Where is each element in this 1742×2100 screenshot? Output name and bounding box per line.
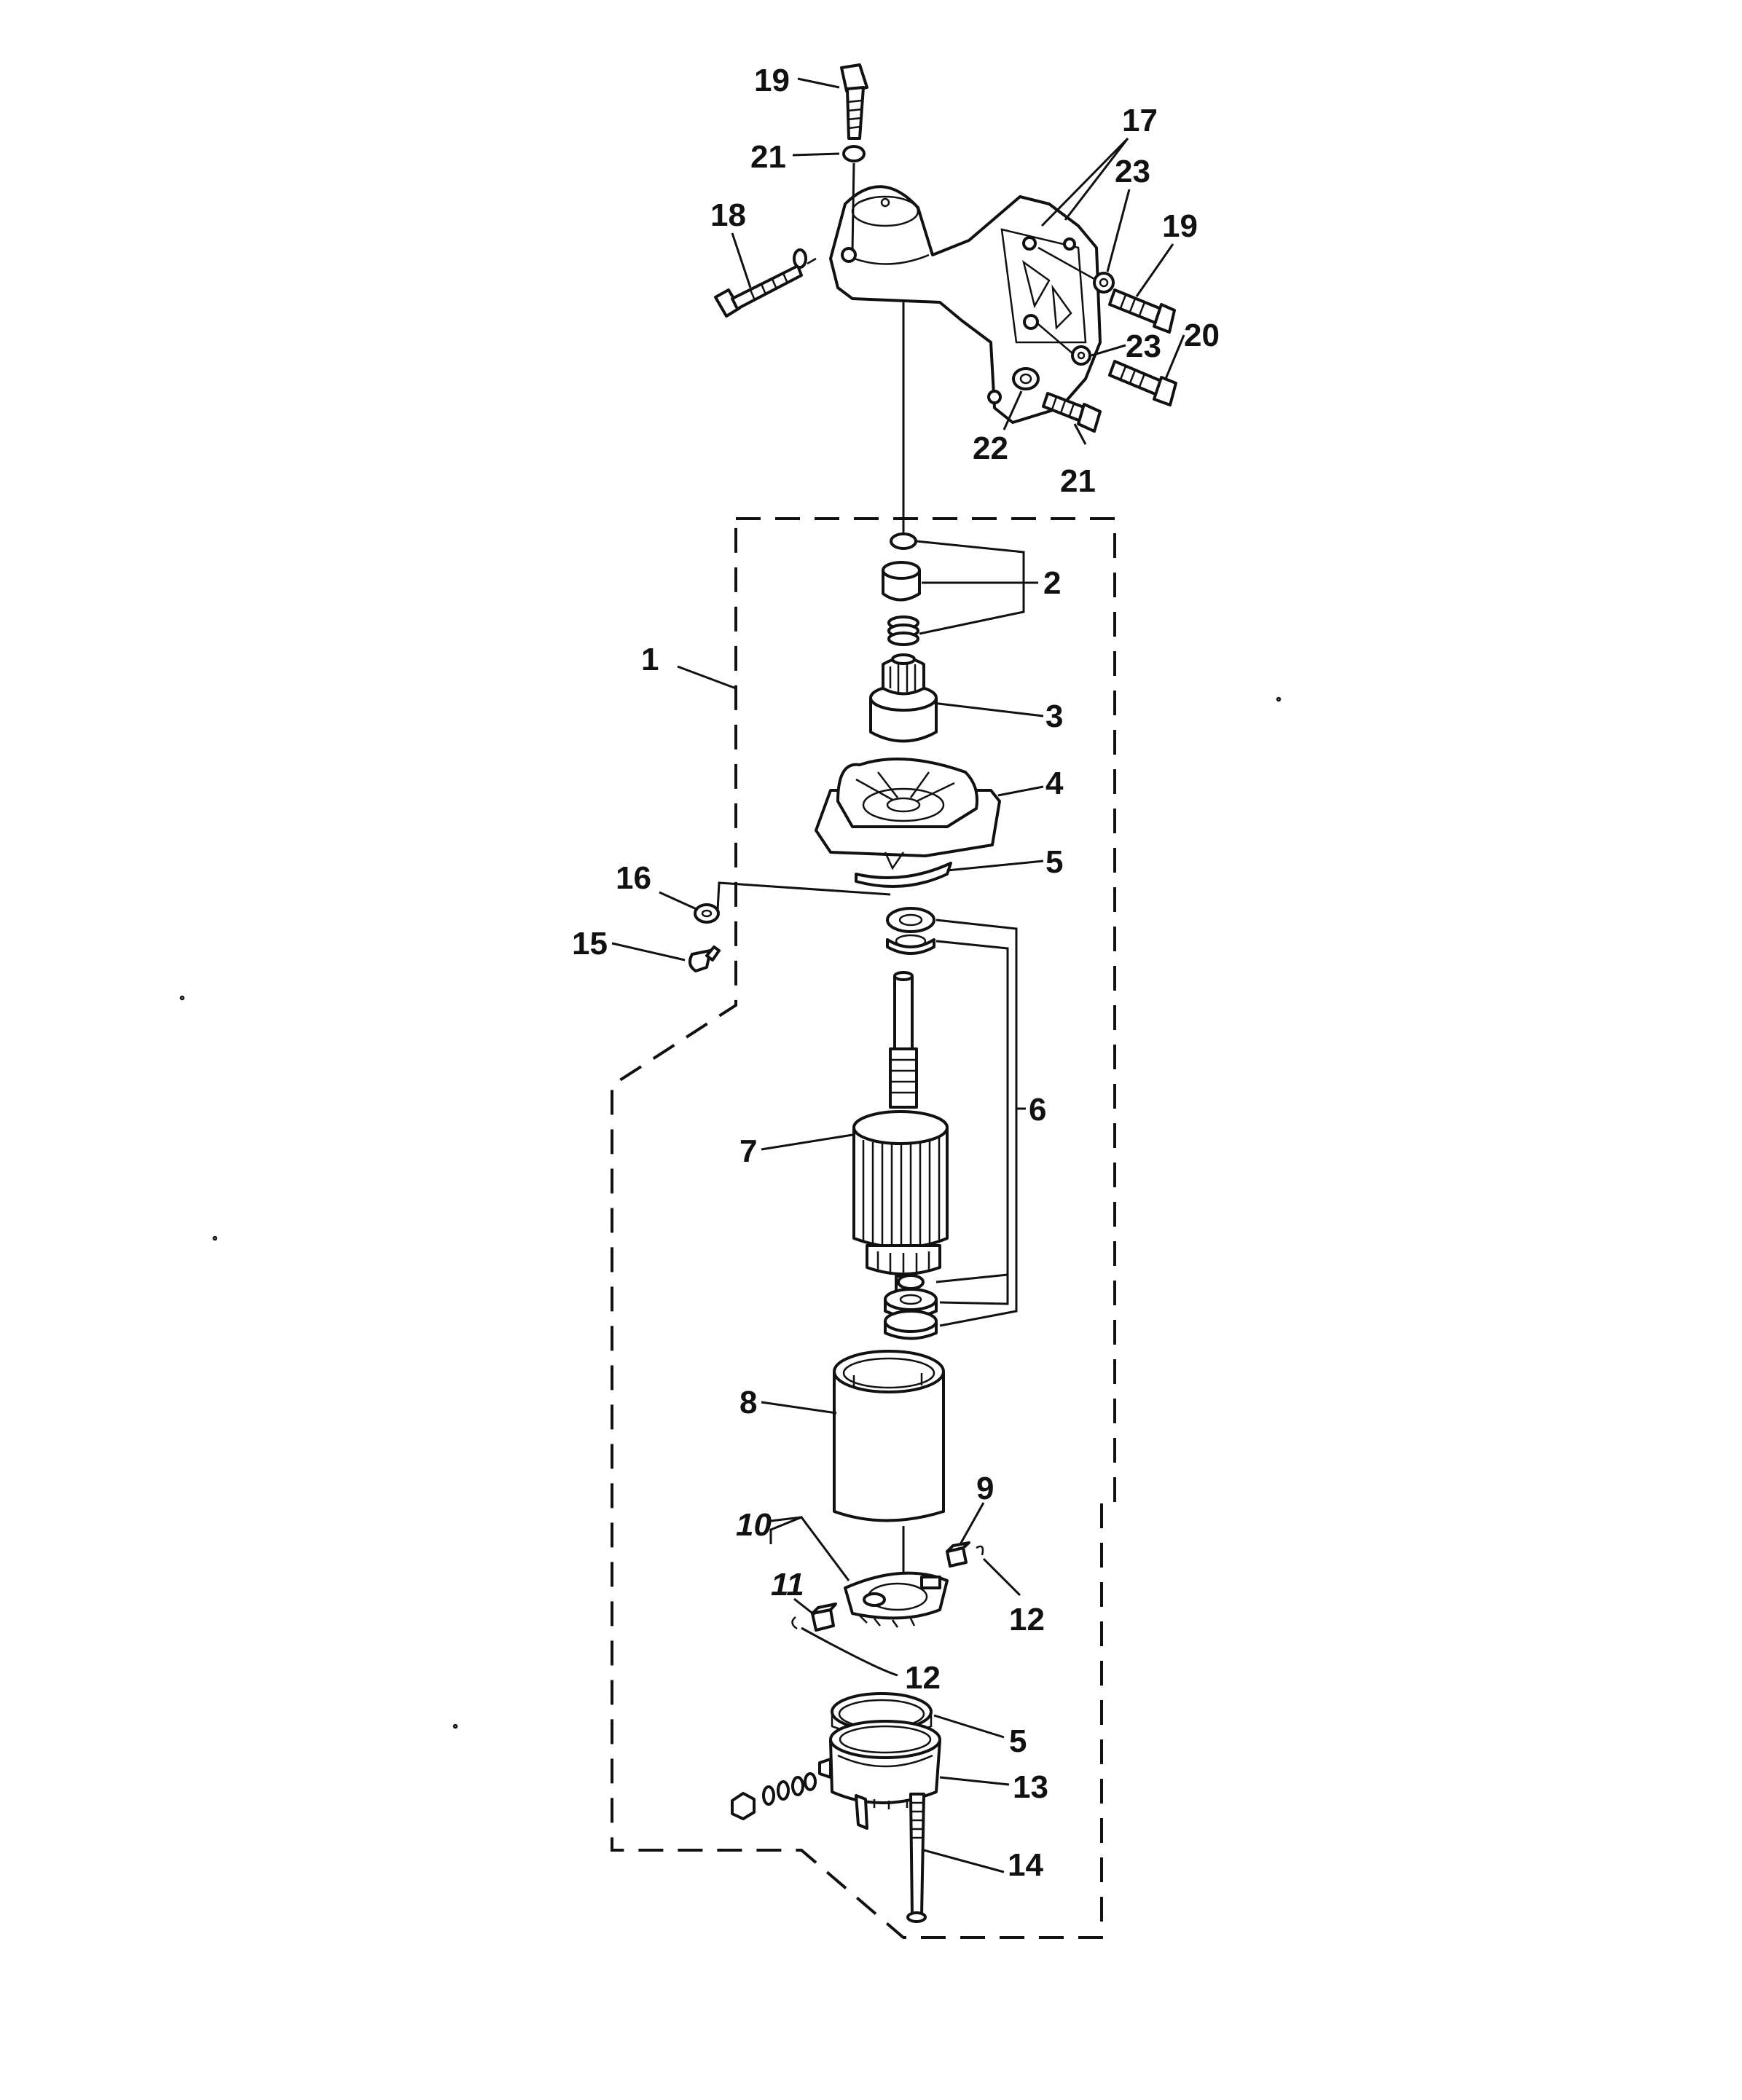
part-commutator-end-frame	[818, 1720, 941, 1830]
callout-12-lower: 12	[905, 1660, 941, 1696]
part-bolt-22	[1042, 392, 1102, 433]
part-drive-end-frame	[815, 758, 1001, 870]
part-brush-holder-plate	[844, 1571, 949, 1628]
part-screw-15	[688, 945, 721, 972]
part-terminal-hardware	[731, 1772, 817, 1820]
callout-17: 17	[1122, 103, 1158, 138]
part-washer-16	[694, 903, 720, 924]
part-spring	[887, 616, 919, 646]
callout-2: 2	[1043, 565, 1061, 601]
callout-19-upper: 19	[1162, 208, 1198, 244]
part-thrust-washer-lower	[884, 1274, 938, 1340]
part-washer-21-top	[842, 145, 866, 162]
part-seal-ring-upper	[855, 862, 952, 889]
part-pinion-drive	[869, 653, 938, 743]
assembly-boundary	[611, 517, 1116, 1939]
callout-4: 4	[1045, 766, 1064, 801]
callout-21-top: 21	[750, 139, 786, 175]
callout-1: 1	[641, 642, 659, 677]
part-brush-9	[946, 1541, 984, 1568]
part-brush-11	[791, 1602, 837, 1632]
callout-19-lower: 20	[1184, 318, 1220, 353]
callout-18: 18	[710, 197, 746, 233]
part-bolt-18	[714, 248, 817, 318]
callout-11: 11	[771, 1567, 804, 1602]
part-seal-ring-lower	[831, 1692, 933, 1737]
callout-15: 15	[572, 926, 608, 961]
callout-23-lower: 23	[1126, 329, 1161, 364]
callout-5-upper: 5	[1045, 844, 1063, 880]
callout-23-upper: 23	[1115, 154, 1150, 189]
part-retaining-ring	[890, 532, 917, 550]
callout-8: 8	[739, 1385, 757, 1420]
callout-10: 10	[736, 1507, 772, 1543]
part-washer-21-lower	[1012, 367, 1040, 390]
part-washer-23-upper	[1093, 272, 1115, 294]
part-bolt-19-upper	[1108, 288, 1176, 334]
part-bolt-19-lower	[1108, 360, 1177, 406]
part-armature	[852, 971, 949, 1299]
part-mounting-bracket	[829, 185, 1102, 424]
callout-3: 3	[1045, 699, 1063, 734]
callout-16: 16	[616, 860, 651, 896]
callout-12-upper: 12	[1009, 1602, 1045, 1637]
callout-21-lower: 22	[973, 430, 1008, 466]
part-through-bolt	[906, 1793, 927, 1923]
callout-6: 6	[1029, 1092, 1046, 1128]
part-bolt-20	[840, 63, 868, 140]
part-washer-23-lower	[1071, 345, 1091, 366]
callout-13: 13	[1013, 1769, 1048, 1805]
callout-7: 7	[739, 1133, 757, 1169]
callout-22: 21	[1060, 463, 1096, 499]
callout-labels: 19 17 21 23 18 19 20 23 22 21 2 1 3 4 5 …	[572, 63, 1220, 1883]
part-field-frame	[833, 1350, 945, 1522]
part-collar	[882, 561, 921, 602]
callout-14: 14	[1008, 1847, 1043, 1883]
callout-20: 19	[754, 63, 790, 98]
callout-5-lower: 5	[1009, 1723, 1027, 1759]
part-thrust-washer-upper	[886, 907, 935, 955]
callout-9: 9	[976, 1471, 994, 1506]
leader-lines	[611, 77, 1185, 1873]
